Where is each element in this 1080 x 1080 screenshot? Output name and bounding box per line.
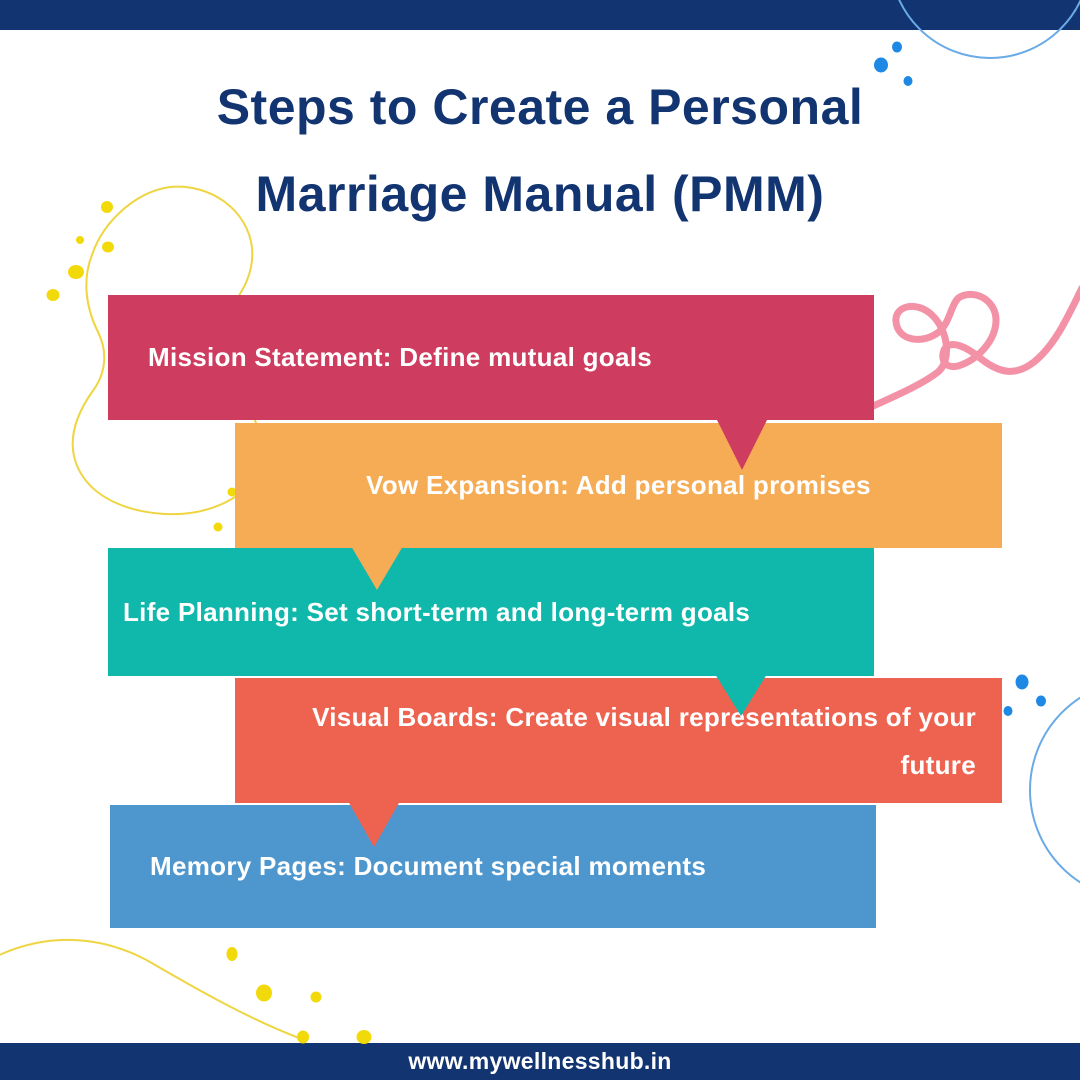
yellow-wave-curve (0, 938, 308, 1042)
title-line-2: Marriage Manual (PMM) (255, 166, 825, 222)
step-bar-life-planning: Life Planning: Set short-term and long-t… (108, 548, 874, 676)
heart-scribble-icon (852, 285, 1080, 418)
blue-circle-outline-bottom-right (1029, 696, 1080, 884)
step-bar-memory-pages: Memory Pages: Document special moments (110, 805, 876, 928)
page-title: Steps to Create a Personal Marriage Manu… (0, 64, 1080, 238)
yellow-dots-top-left (46, 201, 237, 532)
yellow-dots-bottom (226, 947, 372, 1044)
title-line-1: Steps to Create a Personal (216, 79, 864, 135)
step-bar-vow-expansion: Vow Expansion: Add personal promises (235, 423, 1002, 548)
step-connector-arrow-3 (715, 674, 767, 716)
footer-url: www.mywellnesshub.in (408, 1048, 672, 1074)
blue-dots-top-right (874, 41, 913, 86)
step-bar-mission-statement: Mission Statement: Define mutual goals (108, 295, 874, 420)
step-connector-arrow-1 (716, 418, 768, 470)
footer-bar: www.mywellnesshub.in (0, 1043, 1080, 1080)
blue-circle-outline-top-right (898, 0, 1080, 59)
step-label-life-planning: Life Planning: Set short-term and long-t… (123, 596, 751, 627)
step-connector-arrow-4 (348, 801, 400, 847)
step-bar-visual-boards: Visual Boards: Create visual representat… (235, 678, 1002, 803)
step-label-vow-expansion: Vow Expansion: Add personal promises (366, 470, 871, 500)
step-label-visual-boards: Visual Boards: Create visual representat… (312, 701, 976, 780)
blue-dots-mid-right (1003, 674, 1046, 716)
step-label-memory-pages: Memory Pages: Document special moments (150, 851, 707, 881)
step-label-mission-statement: Mission Statement: Define mutual goals (148, 342, 653, 372)
yellow-blob-outline (71, 185, 263, 516)
top-border-strip (0, 0, 1080, 30)
step-connector-arrow-2 (351, 546, 403, 590)
